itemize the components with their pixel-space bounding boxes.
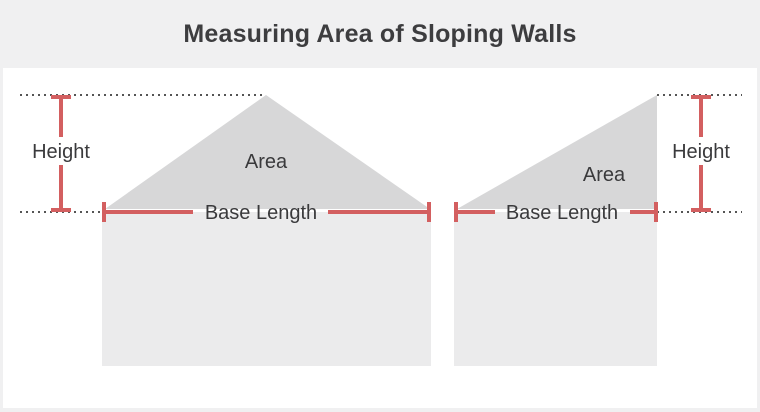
right-area-label: Area [583, 164, 626, 186]
left-base-label: Base Length [205, 202, 317, 224]
right-wall-slope [457, 95, 657, 209]
right-base-label: Base Length [506, 202, 618, 224]
left-wall-gable [105, 95, 430, 209]
left-base-measure [102, 202, 431, 222]
diagram-title: Measuring Area of Sloping Walls [183, 19, 577, 48]
left-wall-body [102, 212, 431, 366]
right-wall-body [454, 212, 657, 366]
right-height-label-bg [664, 137, 738, 165]
right-base-measure [454, 202, 658, 222]
title-bar: Measuring Area of Sloping Walls [0, 0, 760, 68]
left-area-label: Area [245, 151, 288, 173]
right-height-label: Height [672, 141, 730, 163]
left-height-label: Height [32, 141, 90, 163]
left-height-label-bg [24, 137, 98, 165]
